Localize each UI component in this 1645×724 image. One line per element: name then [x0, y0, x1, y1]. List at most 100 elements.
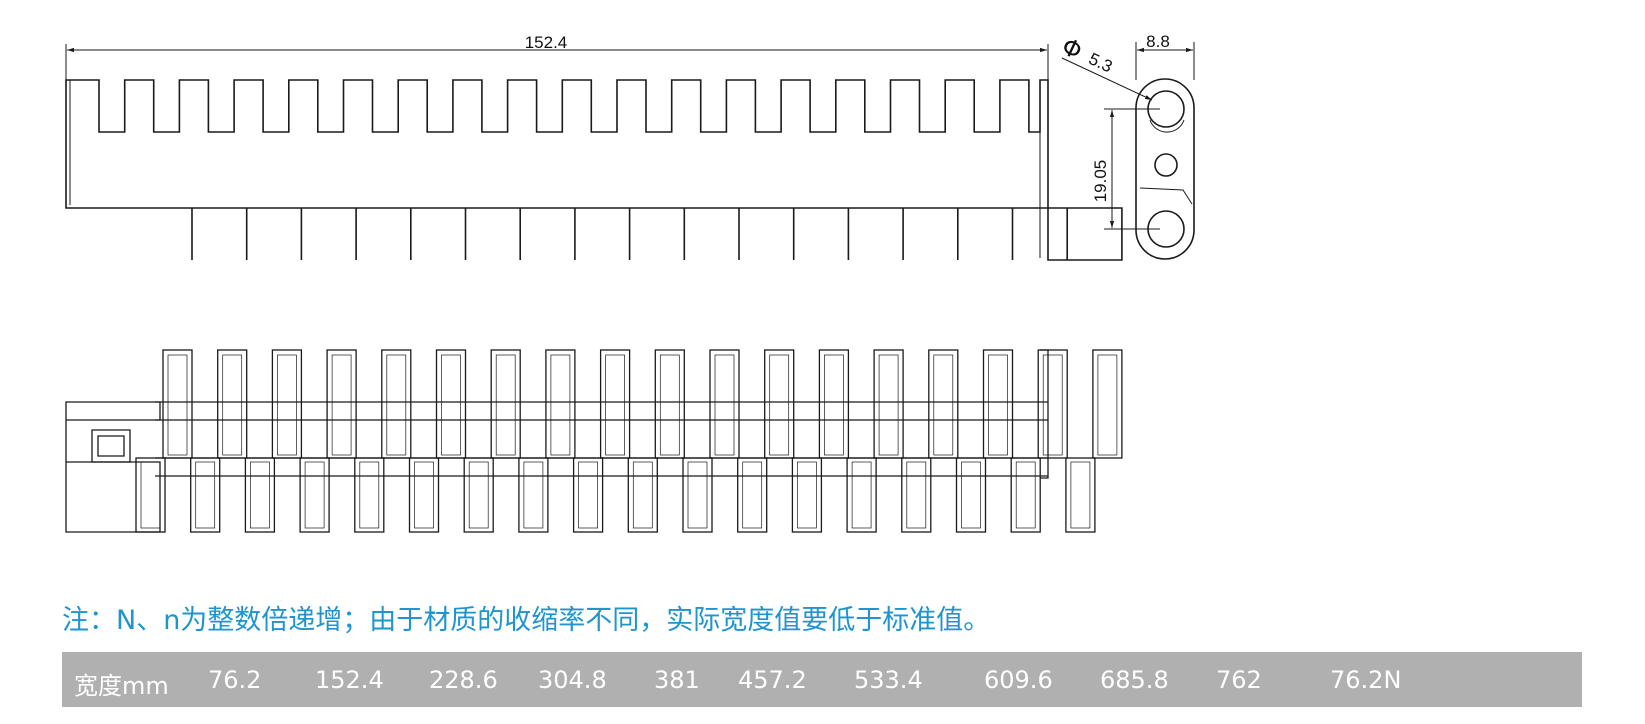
bottom-view-lower-finger — [846, 457, 877, 533]
bottom-view-upper-finger-inner — [386, 354, 407, 456]
bottom-view-lower-finger — [354, 457, 385, 533]
bottom-view-upper-finger — [1092, 349, 1123, 459]
bottom-view-upper-finger-inner — [1097, 354, 1118, 456]
bottom-view-lower-finger — [299, 457, 330, 533]
bottom-view-upper-finger-inner — [550, 354, 571, 456]
bottom-view-upper-finger — [599, 349, 631, 459]
bottom-view-lower-finger-inner — [797, 461, 817, 529]
side-view-body — [1135, 78, 1195, 260]
bottom-view-upper-finger-inner — [441, 354, 461, 456]
bottom-view-upper-finger — [381, 349, 412, 459]
bottom-view-upper-finger — [764, 349, 795, 459]
width-table-label: 宽度mm — [74, 672, 169, 700]
bottom-view-lower-finger-inner — [632, 461, 653, 529]
bottom-view-lower-finger-inner — [742, 461, 763, 529]
bottom-view-lower-finger-inner — [414, 461, 434, 529]
bottom-view-lower-finger — [682, 457, 713, 533]
width-value: 76.2 — [208, 666, 262, 694]
bottom-view-upper-finger-inner — [222, 354, 243, 456]
bottom-view-upper-finger-inner — [878, 354, 899, 456]
width-value: 228.6 — [429, 666, 498, 694]
bottom-view-lower-finger — [190, 457, 221, 533]
bottom-view-lower-finger — [791, 457, 823, 533]
bottom-view-upper-finger — [873, 349, 904, 459]
bottom-view-lower-finger — [135, 457, 166, 533]
bottom-view-lower-finger-inner — [304, 461, 325, 529]
bottom-view-lower-finger-inner — [140, 461, 161, 529]
bottom-view-upper-finger — [490, 349, 521, 459]
bottom-view-lower-finger-inner — [1015, 461, 1036, 529]
pitch-dimension-label: 19.05 — [1091, 160, 1110, 203]
bottom-view-upper-finger — [982, 349, 1014, 459]
bottom-view-lower-finger — [1065, 457, 1096, 533]
width-value: 152.4 — [315, 666, 384, 694]
phi-symbol: Φ — [1057, 32, 1086, 65]
width-value: 304.8 — [538, 666, 607, 694]
bottom-view-lower-finger — [901, 457, 932, 533]
bottom-view-upper-finger-inner — [933, 354, 954, 456]
width-table: 宽度mm 76.2 152.4 228.6 304.8 381 457.2 53… — [62, 652, 1582, 707]
bottom-view-upper-finger — [326, 349, 357, 459]
bottom-view-upper-finger — [654, 349, 685, 459]
width-value: 685.8 — [1100, 666, 1169, 694]
bottom-view-lower-finger — [518, 457, 549, 533]
bottom-view-end-block — [65, 401, 161, 533]
width-value: 609.6 — [984, 666, 1053, 694]
bottom-view-lower-finger-inner — [687, 461, 708, 529]
bottom-view-upper-finger — [435, 349, 467, 459]
length-dimension — [65, 44, 1049, 80]
bottom-view-lower-finger — [1010, 457, 1041, 533]
note-text: 注：N、n为整数倍递增；由于材质的收缩率不同，实际宽度值要低于标准值。 — [62, 605, 991, 636]
top-view-outline — [65, 79, 1123, 261]
bottom-view-upper-finger-inner — [659, 354, 680, 456]
bottom-view-upper-finger-inner — [714, 354, 735, 456]
bottom-view-lower-finger-inner — [359, 461, 380, 529]
bottom-view-upper-finger — [1037, 349, 1068, 459]
bottom-view-end-cap — [1040, 349, 1049, 479]
top-view-inner-edge — [69, 80, 1041, 258]
width-value: 76.2N — [1330, 666, 1402, 694]
length-dimension-label: 152.4 — [525, 33, 568, 52]
bottom-view-upper-finger-inner — [988, 354, 1008, 456]
bottom-view-lower-finger-inner — [523, 461, 544, 529]
rod-hole-center — [1154, 153, 1178, 177]
width-value: 533.4 — [854, 666, 923, 694]
side-view-dimensions — [1061, 42, 1195, 230]
bottom-view-lower-finger-inner — [468, 461, 489, 529]
bottom-view-upper-finger-inner — [495, 354, 516, 456]
bottom-view-upper-finger — [271, 349, 303, 459]
bottom-view-lower-finger — [463, 457, 494, 533]
bottom-view-upper-finger-inner — [167, 354, 188, 456]
bottom-view-upper-finger-inner — [1042, 354, 1063, 456]
bottom-view-lower-finger-inner — [906, 461, 927, 529]
bottom-view — [65, 349, 1123, 533]
bottom-view-upper-finger — [818, 349, 850, 459]
thickness-dimension-label: 8.8 — [1146, 32, 1170, 51]
bottom-view-lower-finger-inner — [250, 461, 270, 529]
hole-diameter-label: 5.3 — [1086, 49, 1115, 76]
bottom-view-lower-finger — [737, 457, 768, 533]
bottom-view-upper-finger-inner — [824, 354, 844, 456]
bottom-view-lower-finger — [572, 457, 604, 533]
bottom-view-upper-finger-inner — [769, 354, 790, 456]
width-value: 381 — [654, 666, 700, 694]
bottom-view-lower-finger-inner — [195, 461, 216, 529]
bottom-view-upper-finger-inner — [331, 354, 352, 456]
bottom-view-upper-finger — [709, 349, 740, 459]
bottom-view-lower-finger — [408, 457, 440, 533]
bottom-view-end-slot — [91, 429, 131, 463]
bottom-view-upper-finger-inner — [605, 354, 625, 456]
bottom-view-lower-finger — [244, 457, 276, 533]
bottom-view-upper-finger — [545, 349, 576, 459]
bottom-view-lower-finger-inner — [851, 461, 872, 529]
bottom-view-upper-finger-inner — [277, 354, 297, 456]
bottom-view-lower-finger-inner — [961, 461, 981, 529]
width-value: 762 — [1216, 666, 1262, 694]
bottom-view-lower-finger — [955, 457, 987, 533]
bottom-view-upper-finger — [162, 349, 193, 459]
bottom-view-upper-finger — [217, 349, 248, 459]
width-value: 457.2 — [738, 666, 807, 694]
bottom-view-upper-finger — [928, 349, 959, 459]
side-view — [1135, 78, 1195, 260]
